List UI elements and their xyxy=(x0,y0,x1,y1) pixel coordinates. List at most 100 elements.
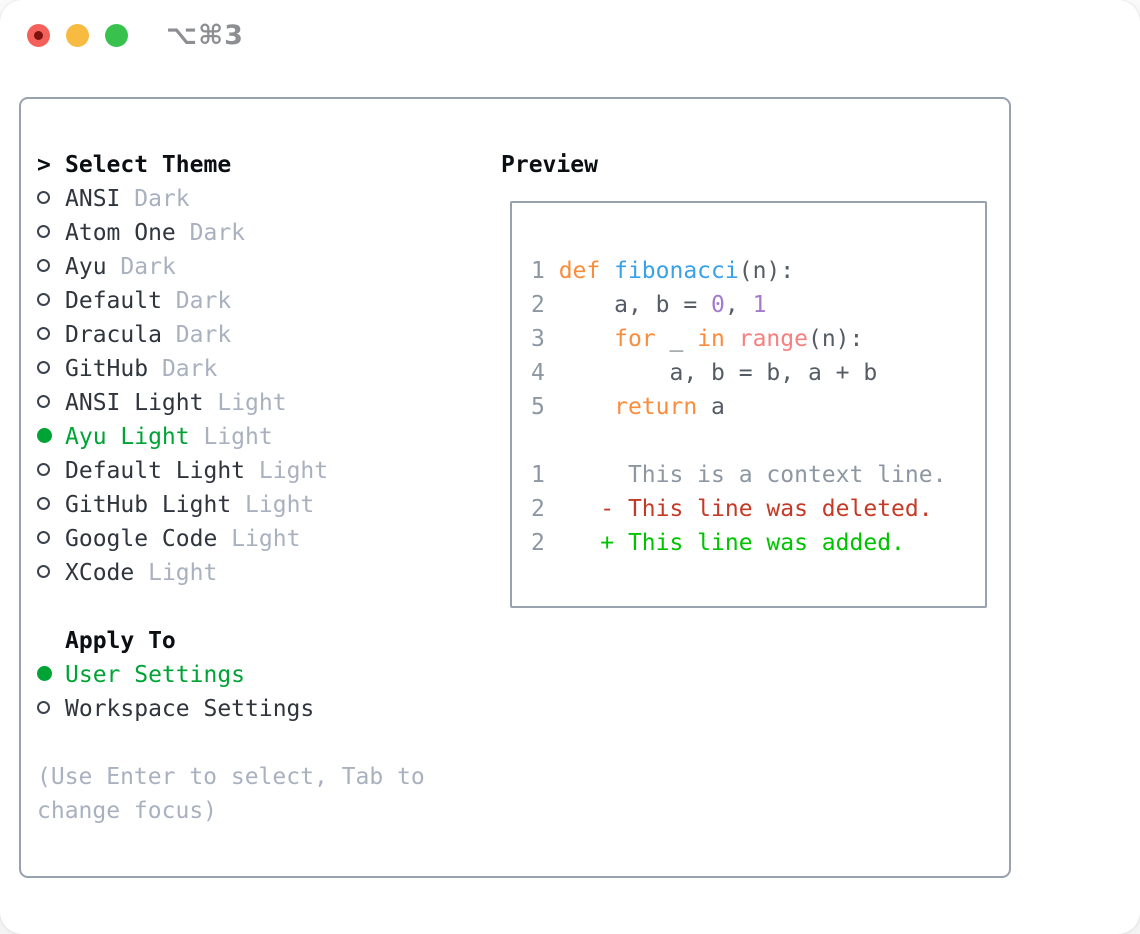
option-tag: Light xyxy=(231,526,301,552)
code-line: 2 + This line was added. xyxy=(531,526,985,560)
code-token: - This line was deleted. xyxy=(600,496,933,522)
code-token xyxy=(545,496,600,522)
marker-cell xyxy=(37,386,65,420)
code-token: + This line was added. xyxy=(600,530,905,556)
option-label: GitHub Light xyxy=(65,492,232,518)
option-ansi[interactable]: ANSI Dark xyxy=(37,182,425,216)
option-label: Default xyxy=(65,288,162,314)
option-dracula[interactable]: Dracula Dark xyxy=(37,318,425,352)
marker-cell xyxy=(37,522,65,556)
option-ansi-light[interactable]: ANSI Light Light xyxy=(37,386,425,420)
code-line: 3 for _ in range(n): xyxy=(531,322,985,356)
option-tag: Dark xyxy=(161,356,218,382)
caret-icon: > xyxy=(37,152,51,178)
code-token: a xyxy=(711,394,725,420)
option-ayu-light[interactable]: Ayu Light Light xyxy=(37,420,425,454)
option-google-code[interactable]: Google Code Light xyxy=(37,522,425,556)
option-label: ANSI Light xyxy=(65,390,204,416)
code-token: This is a context line. xyxy=(544,462,947,488)
option-tag: Dark xyxy=(120,254,176,280)
radio-icon xyxy=(37,395,50,408)
close-dot-icon xyxy=(34,31,43,40)
apply-to-header: Apply To xyxy=(37,624,425,658)
code-token: 4 xyxy=(531,360,559,386)
radio-icon xyxy=(37,225,50,238)
marker-cell xyxy=(37,182,65,216)
option-github[interactable]: GitHub Dark xyxy=(37,352,425,386)
radio-icon xyxy=(37,463,50,476)
code-token: 2 xyxy=(531,292,559,318)
code-token: in xyxy=(697,326,739,352)
option-user-settings[interactable]: User Settings xyxy=(37,658,425,692)
code-token: a, b = xyxy=(558,292,712,318)
option-label: Atom One xyxy=(65,220,176,246)
code-token: a, b = b, a + b xyxy=(558,360,878,386)
radio-icon xyxy=(37,361,50,374)
radio-icon xyxy=(37,565,50,578)
code-token: (n): xyxy=(738,258,795,284)
option-github-light[interactable]: GitHub Light Light xyxy=(37,488,425,522)
selected-radio-icon xyxy=(37,428,52,443)
option-label: Dracula xyxy=(65,322,162,348)
radio-icon xyxy=(37,531,50,544)
option-tag: Light xyxy=(258,458,329,484)
option-label: GitHub xyxy=(65,356,149,382)
option-default[interactable]: Default Dark xyxy=(37,284,425,318)
option-tag: Dark xyxy=(175,322,232,348)
option-xcode[interactable]: XCode Light xyxy=(37,556,425,590)
option-tag: Dark xyxy=(175,288,232,314)
code-token: fibonacci xyxy=(614,258,739,284)
code-token: for xyxy=(614,326,670,352)
marker-cell xyxy=(37,216,65,250)
option-tag: Dark xyxy=(134,186,190,212)
minimize-button[interactable] xyxy=(66,24,89,47)
radio-icon xyxy=(37,327,50,340)
marker-cell xyxy=(37,454,65,488)
section-gap xyxy=(37,590,425,624)
option-label: User Settings xyxy=(65,662,246,688)
selected-radio-icon xyxy=(37,666,52,681)
marker-cell xyxy=(37,284,65,318)
code-token: def xyxy=(558,258,615,284)
radio-icon xyxy=(37,701,50,714)
option-tag: Dark xyxy=(189,220,246,246)
option-tag: Light xyxy=(148,560,218,586)
theme-list-header: > Select Theme xyxy=(37,148,425,182)
code-line: 1 This is a context line. xyxy=(531,458,985,492)
code-token: 1 xyxy=(531,462,545,488)
code-token: 2 xyxy=(531,496,545,522)
option-label: XCode xyxy=(65,560,135,586)
zoom-button[interactable] xyxy=(105,24,128,47)
marker-cell xyxy=(37,250,65,284)
preview-title: Preview xyxy=(501,152,598,178)
code-token: 1 xyxy=(531,258,559,284)
radio-icon xyxy=(37,293,50,306)
marker-cell xyxy=(37,488,65,522)
option-ayu[interactable]: Ayu Dark xyxy=(37,250,425,284)
code-line: 4 a, b = b, a + b xyxy=(531,356,985,390)
code-token: (n): xyxy=(807,326,864,352)
code-token: 2 xyxy=(531,530,545,556)
code-token: 5 xyxy=(531,394,559,420)
close-button[interactable] xyxy=(27,24,50,47)
marker-cell xyxy=(37,420,65,454)
option-label: Ayu Light xyxy=(65,424,190,450)
code-token: range xyxy=(738,326,808,352)
option-label: Default Light xyxy=(65,458,246,484)
code-token xyxy=(559,326,614,352)
option-atom-one[interactable]: Atom One Dark xyxy=(37,216,425,250)
marker-cell xyxy=(37,352,65,386)
option-label: Google Code xyxy=(65,526,218,552)
option-default-light[interactable]: Default Light Light xyxy=(37,454,425,488)
radio-icon xyxy=(37,191,50,204)
theme-list-title: Select Theme xyxy=(65,152,232,178)
code-token xyxy=(559,394,614,420)
option-label: Ayu xyxy=(65,254,107,280)
option-workspace-settings[interactable]: Workspace Settings xyxy=(37,692,425,726)
code-token xyxy=(545,530,600,556)
